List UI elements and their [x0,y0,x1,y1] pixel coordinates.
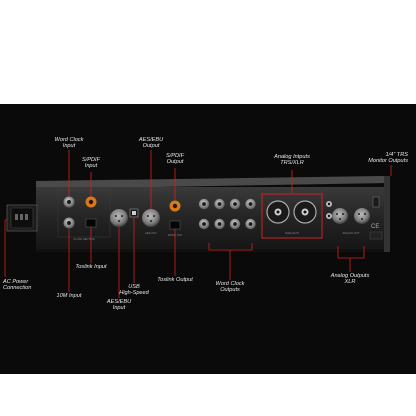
callout-word-clock-outputs: Word Clock Outputs [215,281,245,294]
callout-usb-high-speed: USB High-Speed [119,284,149,297]
callout-ac-power: AC Power Connection [3,279,32,292]
grounding-screw [372,196,380,208]
callout-toslink-output: Toslink Output [157,277,193,283]
rack-ear-right [384,176,390,252]
usb-port [129,208,139,218]
analog-in-label: ANALOG IN [285,231,299,235]
bnc-word-clock-in [63,196,75,208]
leader-word-clock-outputs [208,243,253,251]
bnc-word-clock-out-7 [229,218,241,230]
trs-monitor-out-1 [326,201,332,207]
callout-aes-ebu-output: AES/EBU Output [138,137,164,150]
leader-analog-outputs [337,246,365,259]
bnc-word-clock-out-8 [245,218,256,230]
aes-out-label: AES OUT [145,231,157,235]
analog-in-combo-2 [293,200,317,224]
clock-section: CLOCK SECTION [57,190,111,241]
callout-word-clock-input: Word Clock Input [54,137,84,150]
callout-analog-inputs: Analog Intputs TRS/XLR [274,154,310,167]
toslink-out-port [169,220,181,230]
trs-monitor-out-2 [326,213,332,219]
callout-spdif-output: S/PDIF Output [165,153,185,166]
callout-analog-outputs-xlr: Analog Outputs XLR [330,273,370,286]
bnc-word-clock-out-3 [229,198,241,210]
spdif-in-rca [85,196,97,208]
analog-out-label: ANALOG OUT [342,231,359,235]
aes-ebu-out-xlr [142,209,160,227]
word-clock-outputs-group [198,198,256,230]
leader-lines [4,150,392,298]
callout-spdif-input: S/PDIF Input [81,157,101,170]
ce-mark: CE [371,224,379,230]
callout-toslink-input: Toslink Input [75,264,107,270]
bnc-word-clock-out-6 [214,218,225,230]
bnc-word-clock-out-1 [198,198,210,210]
chassis-top-edge [36,176,386,189]
callout-trs-monitor-outputs: 1/4" TRS Monitor Outputs [368,152,408,165]
ac-power-inlet [6,204,38,232]
clock-section-label: CLOCK SECTION [73,237,94,241]
callout-10m-input: 10M Input [56,293,82,299]
callout-aes-ebu-input: AES/EBU Input [106,299,132,312]
compliance-label [369,231,383,240]
toslink-in-port [85,218,97,228]
bnc-word-clock-out-4 [245,198,256,210]
bnc-word-clock-out-5 [198,218,210,230]
spdif-out-rca [169,200,181,212]
bnc-10m-in [63,217,75,229]
bnc-word-clock-out-2 [214,198,225,210]
chassis-bottom-edge [36,249,386,252]
aes-ebu-in-xlr [110,209,128,227]
leader-ac-power [4,219,7,277]
analog-in-combo-1 [266,200,290,224]
analog-out-xlr-2 [354,208,370,224]
analog-out-xlr-1 [332,208,348,224]
